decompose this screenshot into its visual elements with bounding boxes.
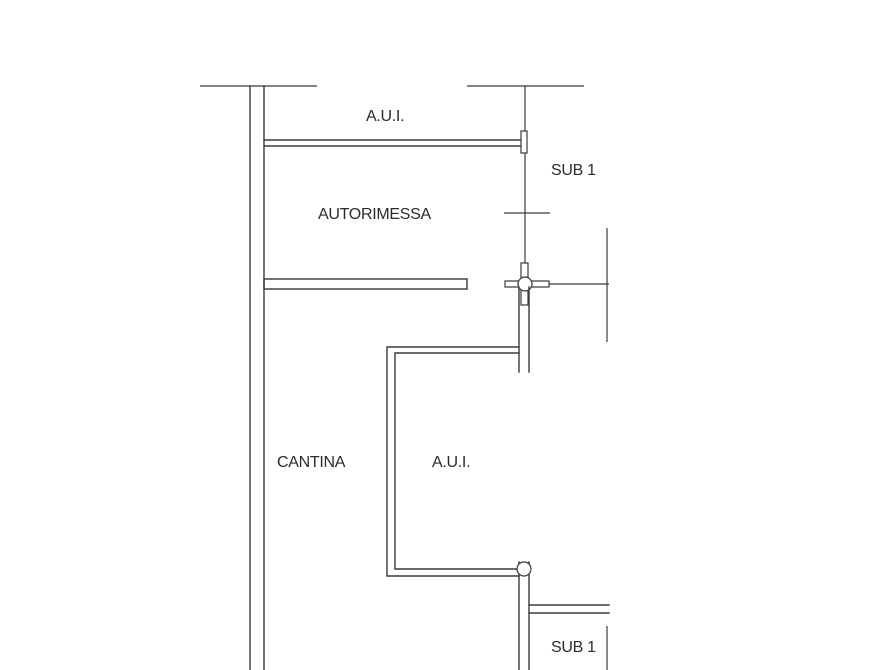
junction-node [504, 228, 609, 342]
wall-central-aui [386, 346, 520, 577]
label-sub1-bottom: SUB 1 [551, 639, 596, 656]
wall-autorimessa-cantina [263, 278, 468, 290]
label-cantina: CANTINA [277, 454, 346, 471]
label-autorimessa: AUTORIMESSA [318, 206, 432, 223]
label-aui-center: A.U.I. [432, 454, 470, 471]
wall-aui-autorimessa [263, 139, 523, 147]
right-boundary-middle [518, 286, 530, 373]
right-boundary-upper [504, 86, 550, 282]
label-sub1-top: SUB 1 [551, 162, 596, 179]
left-outer-wall [249, 85, 265, 670]
right-boundary-lower [516, 561, 610, 670]
label-aui-top: A.U.I. [366, 108, 404, 125]
